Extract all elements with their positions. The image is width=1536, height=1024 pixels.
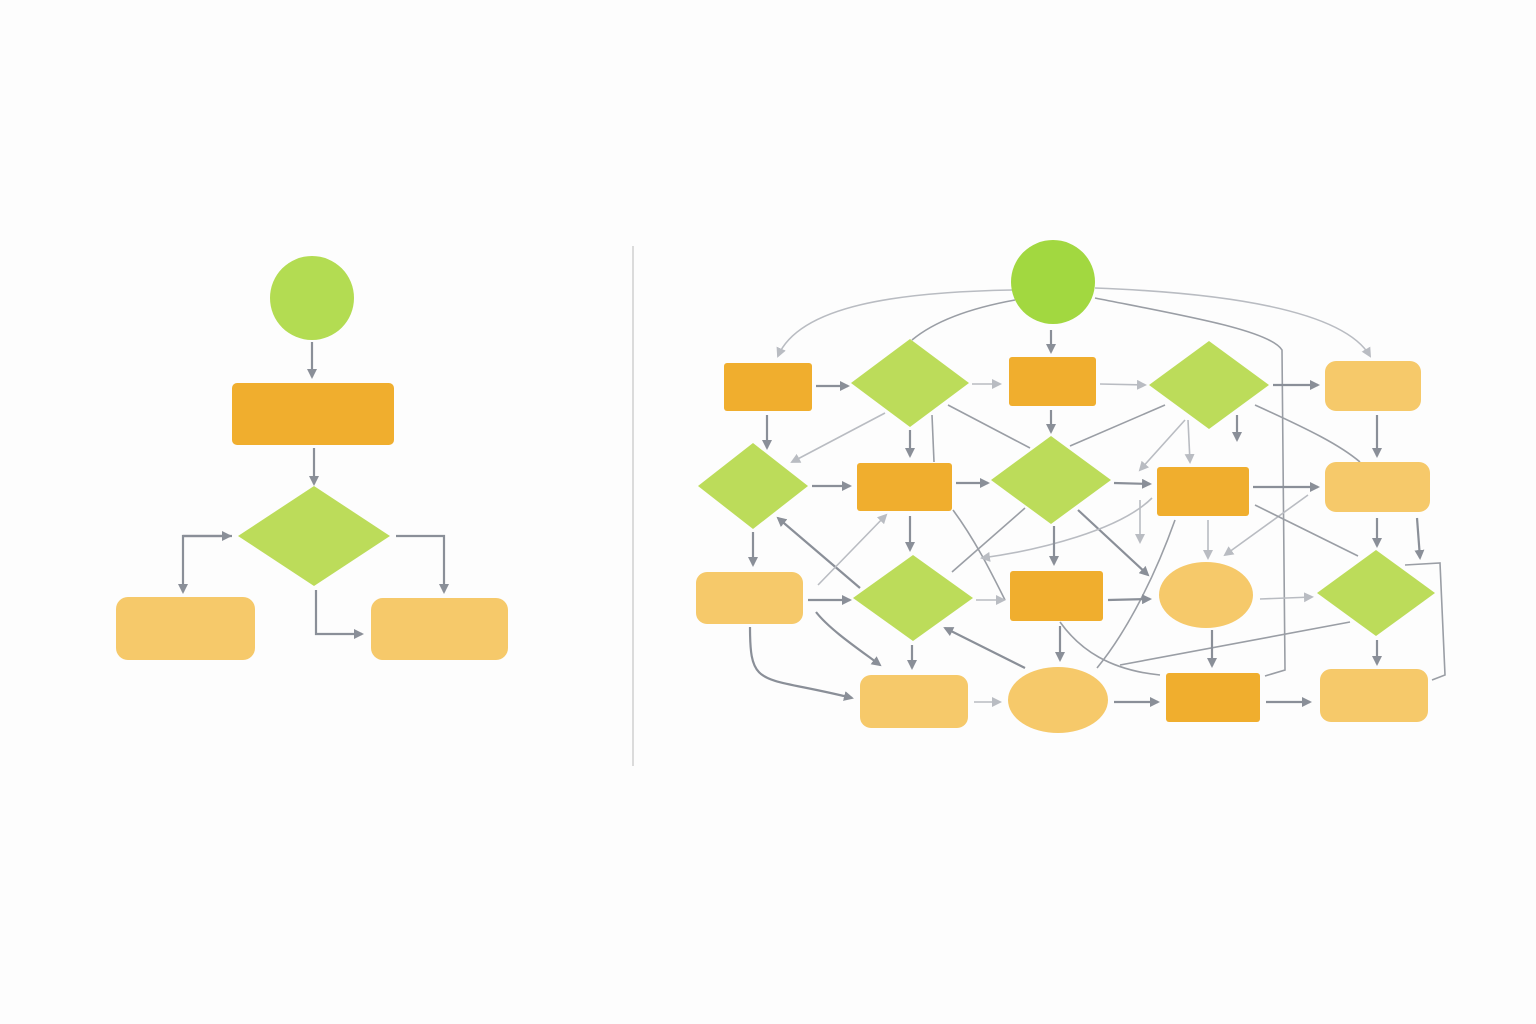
process-node bbox=[232, 383, 394, 445]
arrow bbox=[178, 534, 232, 594]
connector bbox=[1096, 519, 1176, 669]
connector bbox=[1094, 297, 1286, 677]
connector bbox=[817, 513, 888, 586]
arrow bbox=[748, 626, 854, 701]
arrow bbox=[396, 534, 449, 594]
terminal-node bbox=[696, 572, 803, 624]
process-node bbox=[1010, 571, 1103, 621]
terminal-node bbox=[1320, 669, 1428, 722]
simple-flowchart bbox=[116, 256, 508, 660]
connector bbox=[980, 497, 1153, 562]
start-node bbox=[270, 256, 354, 340]
connector bbox=[1254, 504, 1359, 557]
connector bbox=[911, 299, 1016, 341]
decision-node bbox=[1317, 550, 1435, 636]
connector bbox=[947, 404, 1031, 449]
connector bbox=[931, 414, 935, 463]
arrow bbox=[776, 516, 861, 589]
arrow bbox=[314, 590, 364, 639]
terminal-node bbox=[860, 675, 968, 728]
connector bbox=[1059, 621, 1161, 676]
connector bbox=[951, 507, 1026, 573]
decision-node bbox=[1149, 341, 1269, 429]
connector bbox=[1119, 621, 1351, 666]
terminal-node-oval bbox=[1008, 667, 1108, 733]
process-node bbox=[724, 363, 812, 411]
arrow bbox=[1113, 478, 1152, 489]
arrow bbox=[1099, 379, 1147, 390]
connector bbox=[1404, 562, 1446, 681]
connector bbox=[1069, 404, 1166, 447]
start-node bbox=[1011, 240, 1095, 324]
process-node bbox=[857, 463, 952, 511]
connector bbox=[1138, 419, 1186, 472]
decision-node bbox=[853, 555, 973, 641]
terminal-node bbox=[1325, 361, 1421, 411]
process-node bbox=[1166, 673, 1260, 722]
connector bbox=[790, 412, 886, 463]
terminal-node bbox=[1325, 462, 1430, 512]
connector bbox=[1223, 494, 1309, 557]
arrow bbox=[815, 611, 882, 667]
connector bbox=[1184, 419, 1195, 464]
decision-node bbox=[991, 436, 1111, 524]
connector bbox=[1254, 404, 1361, 463]
decision-node bbox=[238, 486, 390, 586]
complex-flowchart bbox=[696, 240, 1446, 733]
terminal-node-left bbox=[116, 597, 255, 660]
process-node bbox=[1009, 357, 1096, 406]
terminal-node-oval bbox=[1159, 562, 1253, 628]
decision-node bbox=[851, 339, 969, 427]
decision-node bbox=[698, 443, 808, 529]
arrow bbox=[1077, 509, 1150, 577]
process-node bbox=[1157, 467, 1249, 516]
arrow bbox=[1414, 517, 1425, 560]
connector bbox=[776, 289, 1013, 358]
arrow bbox=[1107, 594, 1152, 605]
arrow bbox=[943, 627, 1026, 669]
connector bbox=[1094, 287, 1372, 358]
terminal-node-right bbox=[371, 598, 508, 660]
arrow bbox=[1259, 592, 1314, 603]
